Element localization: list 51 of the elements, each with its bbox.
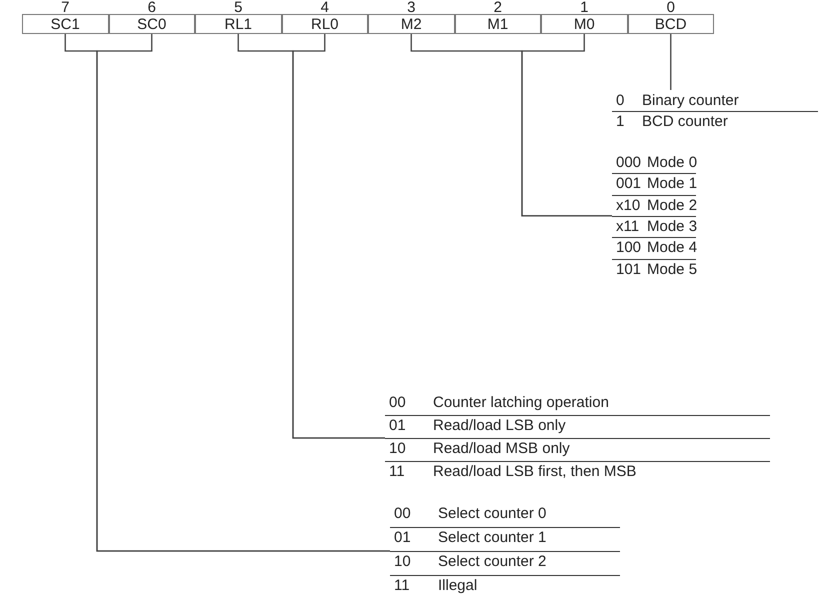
register-field: RL1 (195, 14, 282, 34)
register-field: SC1 (22, 14, 108, 34)
register-field: M2 (368, 14, 454, 34)
register-field: SC0 (108, 14, 195, 34)
bit-number: 4 (320, 0, 329, 16)
bit-code: x10 (616, 196, 640, 214)
option-description: Counter latching operation (433, 394, 609, 411)
bit-code: 01 (394, 529, 411, 546)
bit-number: 0 (666, 0, 675, 16)
bit-code: 11 (389, 463, 405, 480)
option-description: Mode 2 (647, 196, 698, 214)
bit-number: 6 (148, 0, 156, 16)
option-description: Mode 3 (647, 218, 698, 235)
option-description: Read/load LSB only (433, 417, 566, 434)
bit-code: 10 (389, 440, 406, 457)
leader-line (670, 34, 672, 90)
bit-code: 00 (389, 394, 406, 411)
option-description: Mode 4 (647, 239, 698, 256)
register-field: M1 (454, 14, 541, 34)
register-field: BCD (628, 14, 714, 34)
option-description: Select counter 1 (438, 529, 546, 546)
option-description: Select counter 2 (438, 553, 546, 570)
register-field: RL0 (282, 14, 368, 34)
bit-number: 3 (407, 0, 416, 16)
bit-number: 1 (580, 0, 588, 16)
option-description: Mode 0 (647, 154, 698, 171)
option-description: Select counter 0 (438, 505, 546, 522)
register-field: M0 (541, 14, 628, 34)
bit-code: 100 (616, 239, 642, 256)
option-description: Read/load LSB first, then MSB (433, 463, 636, 480)
bit-code: 000 (616, 154, 642, 171)
option-description: Mode 5 (647, 260, 698, 278)
option-description: Illegal (438, 577, 478, 594)
option-description: BCD counter (642, 113, 728, 130)
option-description: Read/load MSB only (433, 440, 570, 457)
bit-code: 11 (394, 577, 410, 594)
bit-code: 001 (616, 175, 642, 192)
bit-code: 00 (394, 505, 411, 522)
bit-code: 101 (616, 260, 642, 278)
leader-line (292, 34, 385, 439)
bit-code: 10 (394, 553, 411, 570)
bit-number: 5 (234, 0, 242, 16)
option-description: Binary counter (642, 92, 739, 109)
bit-code: 1 (616, 113, 624, 130)
bit-code: 0 (616, 92, 624, 109)
bit-code: 01 (389, 417, 406, 434)
leader-line (521, 34, 612, 217)
bit-number: 7 (61, 0, 70, 16)
option-description: Mode 1 (647, 175, 698, 192)
bit-number: 2 (494, 0, 502, 16)
bit-code: x11 (616, 218, 640, 235)
